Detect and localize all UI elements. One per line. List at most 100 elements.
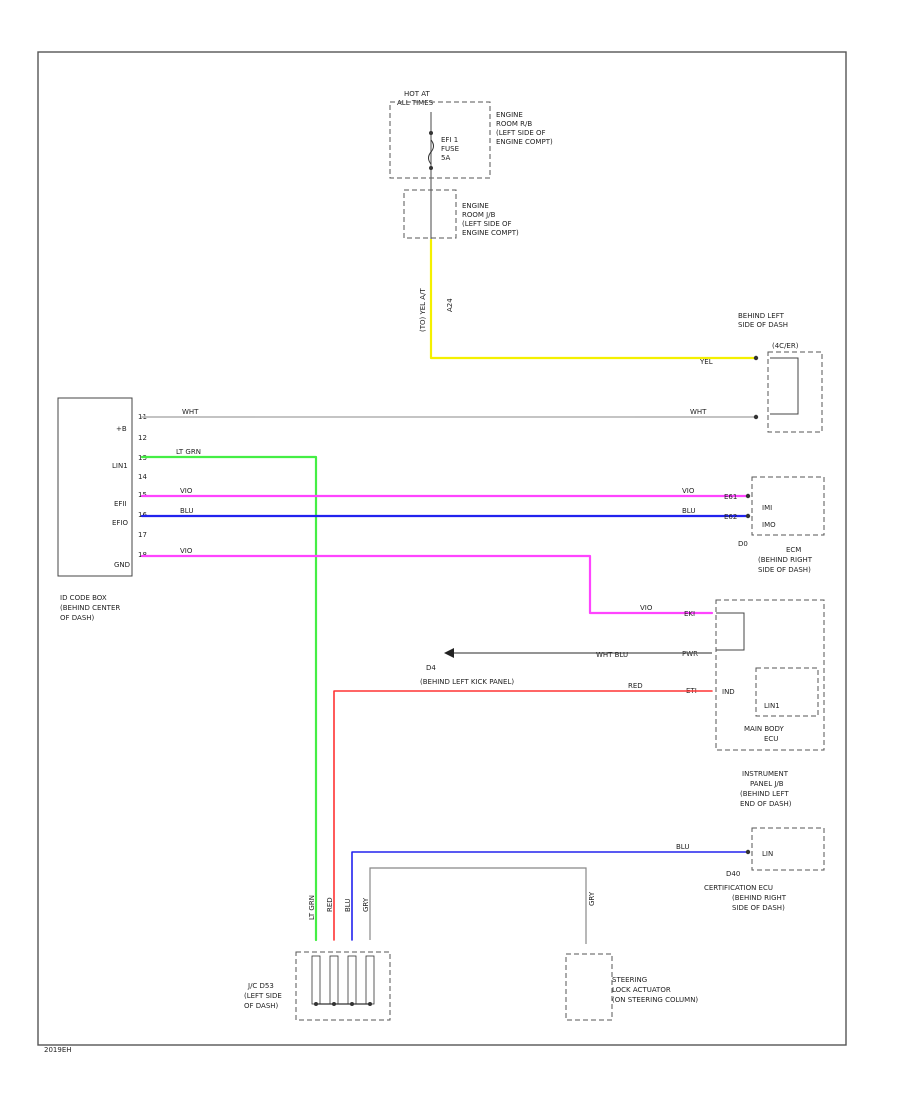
ecm-pin-imi: IMI bbox=[762, 504, 772, 512]
yel-wire-vertical-label: (TO) YEL A/T bbox=[419, 288, 427, 332]
main-body-ecu-box bbox=[715, 599, 825, 751]
fuse-label-2: FUSE bbox=[441, 145, 459, 153]
cert-ecu-3: SIDE OF DASH) bbox=[732, 904, 785, 912]
engine-room-jb-1: ENGINE bbox=[462, 202, 489, 210]
ecm-location-2: (BEHIND RIGHT bbox=[758, 556, 813, 564]
ip-jb-4: END OF DASH) bbox=[740, 800, 792, 808]
certification-ecu-connector bbox=[751, 827, 825, 871]
id-code-box-label-1: ID CODE BOX bbox=[60, 594, 107, 602]
main-body-ecu-loop bbox=[716, 612, 745, 651]
body-pin-pwr: PWR bbox=[682, 650, 698, 658]
pin-dot-wht bbox=[753, 414, 759, 420]
ip-jb-2: PANEL J/B bbox=[750, 780, 784, 788]
id-pin-efii: EFII bbox=[114, 500, 127, 508]
steering-wire-label: GRY bbox=[588, 891, 596, 906]
jc-pin-1 bbox=[311, 955, 321, 1005]
id-pin-num-14: 14 bbox=[138, 473, 147, 481]
id-pin-num-17: 17 bbox=[138, 531, 147, 539]
blu-cert-label: BLU bbox=[676, 843, 689, 851]
jc-node-1 bbox=[314, 1002, 318, 1006]
wht-right-label: WHT bbox=[690, 408, 707, 416]
jc-wire-label-blu: BLU bbox=[344, 899, 352, 912]
behind-left-dash-3: (4C/ER) bbox=[772, 342, 799, 350]
steering-lock-2: LOCK ACTUATOR bbox=[612, 986, 671, 994]
wht-left-label: WHT bbox=[182, 408, 199, 416]
engine-room-rb-4: ENGINE COMPT) bbox=[496, 138, 553, 146]
gry-wire bbox=[369, 867, 587, 944]
cert-pin-lin: LIN bbox=[762, 850, 773, 858]
behind-left-dash-2: SIDE OF DASH bbox=[738, 321, 788, 329]
ecm-connector-top bbox=[751, 476, 825, 536]
blu-1-right-label: BLU bbox=[682, 507, 695, 515]
ecm-code-d: D0 bbox=[738, 540, 748, 548]
cert-code: D40 bbox=[726, 870, 740, 878]
lt-grn-wire bbox=[140, 455, 318, 942]
hot-at-all-times-2: ALL TIMES bbox=[397, 99, 434, 107]
blu-cert-wire bbox=[351, 851, 749, 941]
engine-room-jb-4: ENGINE COMPT) bbox=[462, 229, 519, 237]
splice-vertical-label: A24 bbox=[446, 298, 454, 312]
cert-ecu-2: (BEHIND RIGHT bbox=[732, 894, 787, 902]
vio-2-wire bbox=[140, 554, 714, 615]
pin-dot-blu-1 bbox=[745, 513, 751, 519]
behind-left-dash-1: BEHIND LEFT bbox=[738, 312, 785, 320]
jc-node-3 bbox=[350, 1002, 354, 1006]
jc-wire-label-gry: GRY bbox=[362, 897, 370, 912]
id-pin-efio: EFIO bbox=[112, 519, 129, 527]
jc-label-3: OF DASH) bbox=[244, 1002, 279, 1010]
ecm-location-1: ECM bbox=[786, 546, 801, 554]
id-pin-num-12: 12 bbox=[138, 434, 147, 442]
id-pin-b: +B bbox=[116, 425, 127, 433]
ip-jb-3: (BEHIND LEFT bbox=[740, 790, 789, 798]
main-body-ecu-1: MAIN BODY bbox=[744, 725, 785, 733]
jc-connector-box bbox=[295, 951, 391, 1021]
ground-arrow bbox=[444, 648, 454, 658]
engine-room-jb-3: (LEFT SIDE OF bbox=[462, 220, 512, 228]
ecm-pin-efio: E62 bbox=[724, 513, 737, 521]
figure-id: 2019EH bbox=[44, 1046, 72, 1054]
lin1-subbox bbox=[755, 667, 819, 717]
jc-wire-label-red: RED bbox=[326, 897, 334, 912]
jc-label-2: (LEFT SIDE bbox=[244, 992, 282, 1000]
ecm-pin-eki: EKI bbox=[684, 610, 695, 618]
jc-wire-label-lt-grn: LT GRN bbox=[308, 895, 316, 920]
yel-wire bbox=[429, 238, 757, 360]
vio-1-right-label: VIO bbox=[682, 487, 695, 495]
steering-lock-1: STEERING bbox=[612, 976, 647, 984]
jc-label-1: J/C D53 bbox=[247, 982, 274, 990]
right-top-connector bbox=[767, 351, 823, 433]
engine-room-rb-3: (LEFT SIDE OF bbox=[496, 129, 546, 137]
engine-room-rb-2: ROOM R/B bbox=[496, 120, 532, 128]
id-pin-lin1: LIN1 bbox=[112, 462, 128, 470]
jc-node-2 bbox=[332, 1002, 336, 1006]
vio-2-right-label: VIO bbox=[640, 604, 653, 612]
yel-right-label: YEL bbox=[699, 358, 713, 366]
jc-pin-2 bbox=[329, 955, 339, 1005]
blu-1-left-label: BLU bbox=[180, 507, 193, 515]
diagram-frame bbox=[37, 51, 847, 1046]
jc-pin-4 bbox=[365, 955, 375, 1005]
body-pin-id: IND bbox=[722, 688, 735, 696]
fuse-label-1: EFI 1 bbox=[441, 136, 458, 144]
id-code-box bbox=[57, 397, 133, 577]
id-code-box-label-3: OF DASH) bbox=[60, 614, 95, 622]
ip-jb-1: INSTRUMENT bbox=[742, 770, 789, 778]
engine-room-jb-2: ROOM J/B bbox=[462, 211, 496, 219]
pin-dot-vio-1 bbox=[745, 493, 751, 499]
right-top-connector-loop bbox=[770, 357, 799, 415]
steering-lock-box bbox=[565, 953, 613, 1021]
body-pin-lin1: LIN1 bbox=[764, 702, 780, 710]
id-code-box-label-2: (BEHIND CENTER bbox=[60, 604, 120, 612]
ground-label: D4 bbox=[426, 664, 436, 672]
red-wire bbox=[333, 690, 713, 941]
cert-ecu-1: CERTIFICATION ECU bbox=[704, 884, 773, 892]
steering-lock-3: (ON STEERING COLUMN) bbox=[612, 996, 698, 1004]
hot-at-all-times-1: HOT AT bbox=[404, 90, 431, 98]
wht-blu-label: WHT BLU bbox=[596, 651, 628, 659]
engine-room-rb-box bbox=[389, 101, 491, 179]
ecm-pin-imo: IMO bbox=[762, 521, 776, 529]
engine-room-jb-box bbox=[403, 189, 457, 239]
jc-node-4 bbox=[368, 1002, 372, 1006]
red-label: RED bbox=[628, 682, 643, 690]
